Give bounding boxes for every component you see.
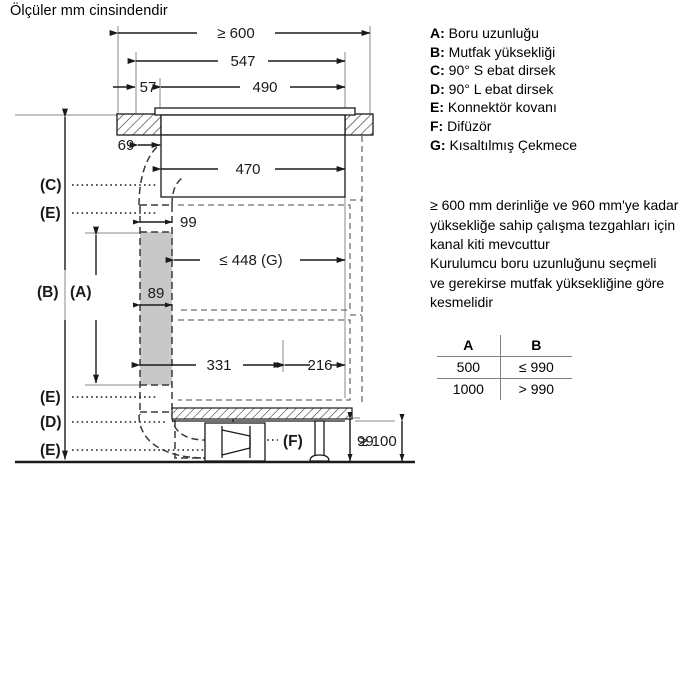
legend-text-e: Konnektör kovanı	[447, 99, 557, 116]
legend-item-b: B: Mutfak yüksekliği	[430, 43, 695, 62]
legend-text-f: Difüzör	[447, 117, 492, 134]
legend-text-a: Boru uzunluğu	[448, 25, 539, 41]
dim-label-69: 69	[118, 137, 135, 154]
dim-label-99-bottom: 99	[357, 433, 374, 450]
cabinet-drawer-lower	[178, 319, 351, 401]
base-shelf-slab	[171, 407, 353, 420]
dim-label-57: 57	[140, 79, 157, 96]
pipe-length-table: A B 500 ≤ 990 1000 > 990	[437, 335, 572, 400]
legend-text-g: Kısaltılmış Çekmece	[449, 136, 578, 153]
support-leg-foot	[309, 454, 330, 462]
dim-label-547: 547	[230, 53, 255, 70]
legend-key-a: A:	[430, 25, 445, 41]
dim-label-600: ≥ 600	[217, 25, 254, 42]
hob-glass-top	[154, 107, 356, 116]
callout-F: (F)	[283, 433, 303, 450]
dim-label-216: 216	[307, 357, 332, 374]
legend-item-g: G: Kısaltılmış Çekmece	[430, 136, 695, 155]
worktop-right-section	[344, 113, 374, 136]
callout-E-bottom: (E)	[40, 442, 61, 459]
worktop-left-section	[116, 113, 162, 136]
callout-D: (D)	[40, 414, 62, 431]
dim-label-470: 470	[235, 161, 260, 178]
legend-item-f: F: Difüzör	[430, 117, 695, 136]
hob-body	[160, 134, 346, 198]
legend-item-a: A: Boru uzunluğu	[430, 24, 695, 43]
duct-fill	[140, 232, 172, 385]
dim-label-99-top: 99	[180, 214, 197, 231]
legend-key-b: B:	[430, 43, 445, 60]
legend-key-d: D:	[430, 80, 445, 97]
table-cell-a-2: 1000	[452, 381, 484, 397]
table-row: 500 ≤ 990	[437, 356, 572, 379]
callout-B: (B)	[37, 284, 59, 301]
dim-label-89: 89	[148, 285, 165, 302]
cabinet-drawer-upper	[178, 204, 351, 311]
table-cell-b-1: ≤ 990	[499, 356, 572, 379]
note-installer: Kurulumcu boru uzunluğunu seçmeli ve ger…	[430, 255, 665, 310]
page-title: Ölçüler mm cinsindendir	[10, 3, 168, 19]
table-row: 1000 > 990	[437, 378, 572, 400]
dim-label-331: 331	[206, 357, 231, 374]
legend-key-e: E:	[430, 99, 444, 116]
legend-item-d: D: 90° L ebat dirsek	[430, 80, 695, 99]
dim-label-100: ≥ 100	[359, 433, 396, 450]
callout-A: (A)	[70, 284, 92, 301]
legend-text-d: 90° L ebat dirsek	[448, 80, 554, 97]
legend-list: A: Boru uzunluğu B: Mutfak yüksekliği C:…	[430, 24, 695, 154]
callout-E-mid: (E)	[40, 389, 61, 406]
dim-label-448: ≤ 448 (G)	[219, 252, 282, 269]
table-header-row: A B	[437, 335, 572, 357]
legend-item-c: C: 90° S ebat dirsek	[430, 61, 695, 80]
elbow-S-top-curve	[138, 143, 162, 206]
hob-frame	[160, 114, 346, 136]
elbow-S-top-inner	[171, 177, 183, 206]
diffuser-housing	[204, 422, 266, 462]
legend-key-f: F:	[430, 117, 444, 134]
table-header-b: B	[499, 335, 572, 357]
callout-E-top: (E)	[40, 205, 61, 222]
table-cell-b-2: > 990	[499, 378, 572, 400]
legend-item-e: E: Konnektör kovanı	[430, 98, 695, 117]
legend-key-g: G:	[430, 136, 446, 153]
legend-text-c: 90° S ebat dirsek	[448, 62, 556, 79]
table-cell-a-1: 500	[437, 356, 501, 379]
legend-text-b: Mutfak yüksekliği	[448, 43, 556, 60]
legend-key-c: C:	[430, 62, 445, 79]
table-header-a: A	[437, 335, 501, 357]
support-leg	[314, 420, 325, 457]
note-duct-kit: ≥ 600 mm derinliğe ve 960 mm'ye kadar yü…	[430, 197, 679, 252]
callout-C: (C)	[40, 177, 62, 194]
dim-label-490: 490	[252, 79, 277, 96]
